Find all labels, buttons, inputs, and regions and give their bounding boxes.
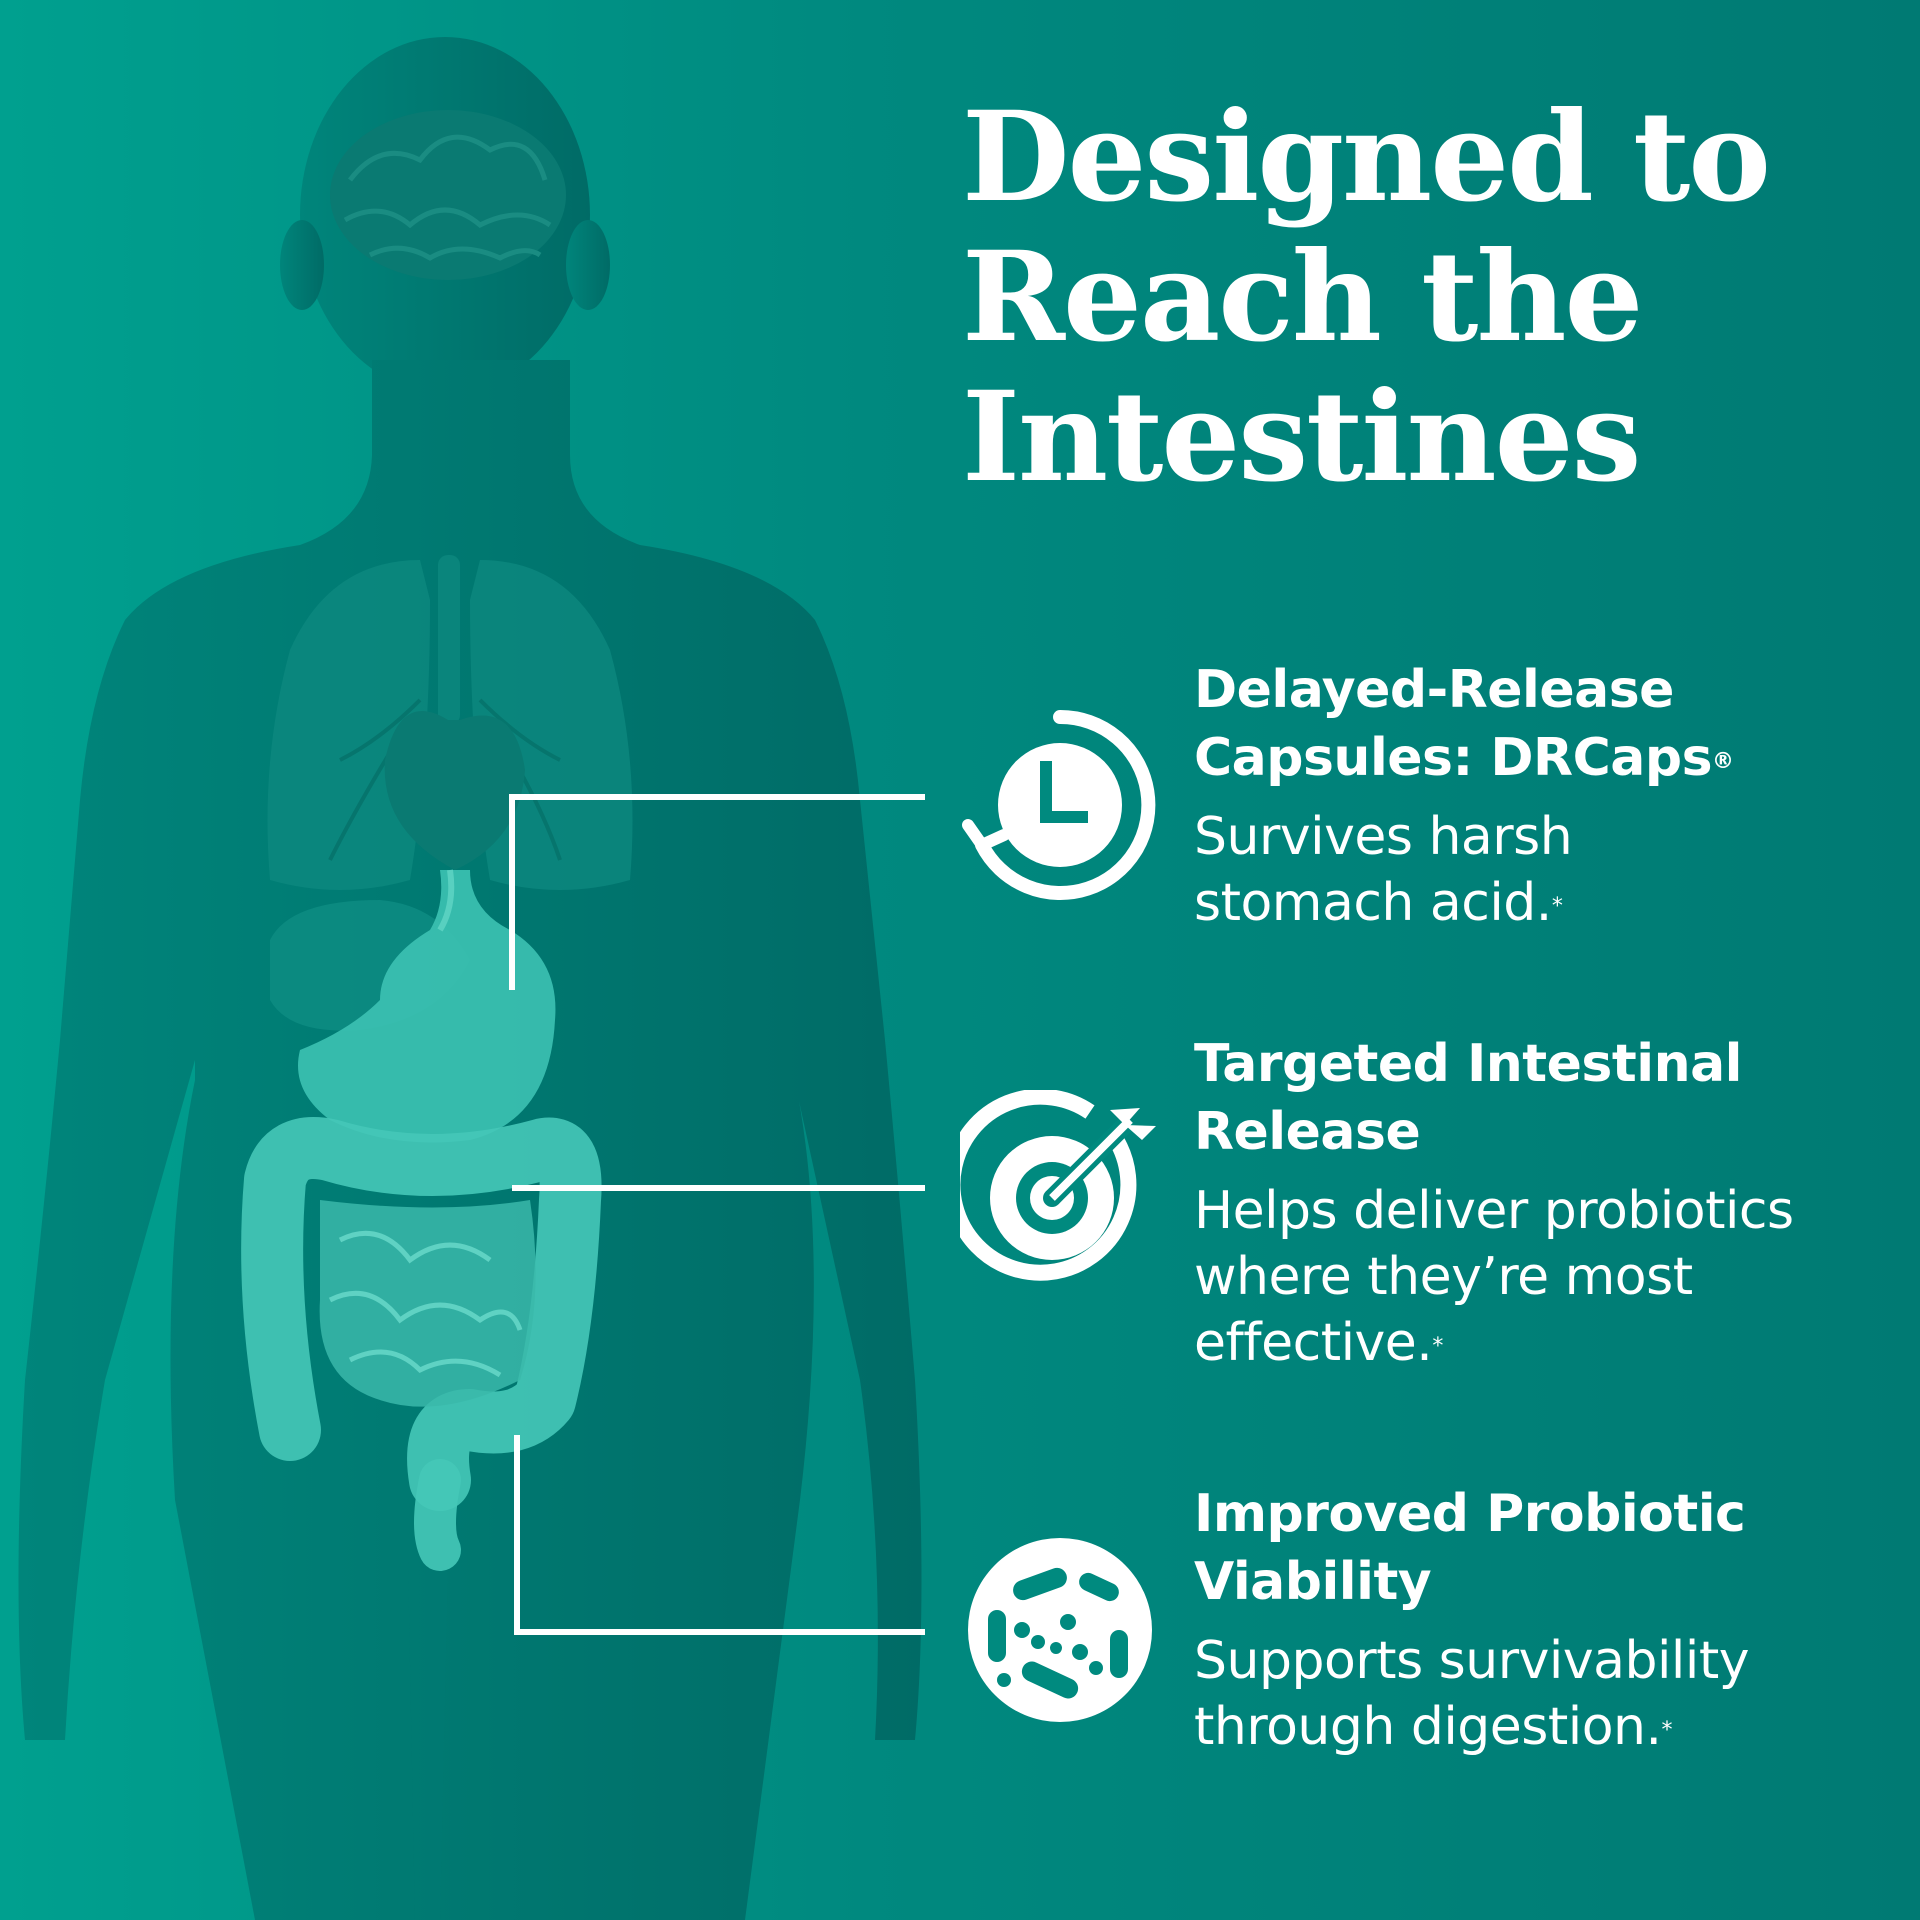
heart xyxy=(384,711,525,870)
feature-description: Helps deliver probiotics where they’re m… xyxy=(1194,1178,1894,1376)
headline-line-2: Reach the xyxy=(962,225,1643,370)
feature-heading-line: Viability xyxy=(1194,1552,1432,1612)
headline-line-1: Designed to xyxy=(962,85,1771,230)
feature-heading: Delayed-Release Capsules: DRCaps® xyxy=(1194,656,1894,792)
registered-mark: ® xyxy=(1712,749,1734,774)
connector-lines xyxy=(509,794,925,1635)
feature-body-text: effective. xyxy=(1194,1313,1433,1373)
small-intestine xyxy=(319,1200,536,1407)
feature-description: Supports survivability through digestion… xyxy=(1194,1628,1894,1760)
feature-heading-line: Delayed-Release xyxy=(1194,660,1674,720)
brand-name: Capsules: DRCaps xyxy=(1194,728,1713,788)
feature-body-line: Supports survivability xyxy=(1194,1631,1749,1691)
target-icon xyxy=(960,1090,1156,1281)
brain xyxy=(330,110,566,280)
feature-body-line: effective.* xyxy=(1194,1310,1894,1376)
feature-heading-line: Capsules: DRCaps® xyxy=(1194,724,1894,792)
feature-heading-line: Improved Probiotic xyxy=(1194,1484,1746,1544)
feature-body-line: Helps deliver probiotics xyxy=(1194,1181,1794,1241)
rectum xyxy=(414,1459,461,1571)
inner-leg-gap xyxy=(408,1560,448,1920)
footnote-mark: * xyxy=(1551,894,1563,919)
connector-line-colon xyxy=(514,1435,925,1635)
feature-body-line: stomach acid.* xyxy=(1194,870,1894,936)
feature-heading: Improved Probiotic Viability xyxy=(1194,1480,1894,1616)
footnote-mark: * xyxy=(1432,1334,1443,1359)
feature-body-line: Survives harsh xyxy=(1194,807,1573,867)
feature-body-text: stomach acid. xyxy=(1194,873,1552,933)
feature-heading: Targeted Intestinal Release xyxy=(1194,1030,1894,1166)
feature-heading-line: Targeted Intestinal xyxy=(1194,1034,1743,1094)
blood-vessels xyxy=(328,698,562,861)
footnote-mark: * xyxy=(1661,1718,1673,1743)
stomach xyxy=(298,869,556,1143)
clock-icon xyxy=(962,709,1156,900)
large-intestine xyxy=(241,1117,602,1511)
feature-description: Survives harsh stomach acid.* xyxy=(1194,804,1894,936)
feature-body-text: through digestion. xyxy=(1194,1697,1662,1757)
bacteria-icon xyxy=(968,1538,1152,1722)
feature-targeted-release: Targeted Intestinal Release Helps delive… xyxy=(1194,1030,1894,1376)
feature-delayed-release: Delayed-Release Capsules: DRCaps® Surviv… xyxy=(1194,656,1894,936)
feature-body-line: through digestion.* xyxy=(1194,1694,1894,1760)
feature-body-line: where they’re most xyxy=(1194,1247,1693,1307)
connector-line-stomach xyxy=(509,794,925,990)
feature-probiotic-viability: Improved Probiotic Viability Supports su… xyxy=(1194,1480,1894,1760)
feature-heading-line: Release xyxy=(1194,1102,1421,1162)
headline: Designed to Reach the Intestines xyxy=(962,88,1902,508)
headline-line-3: Intestines xyxy=(962,365,1641,510)
